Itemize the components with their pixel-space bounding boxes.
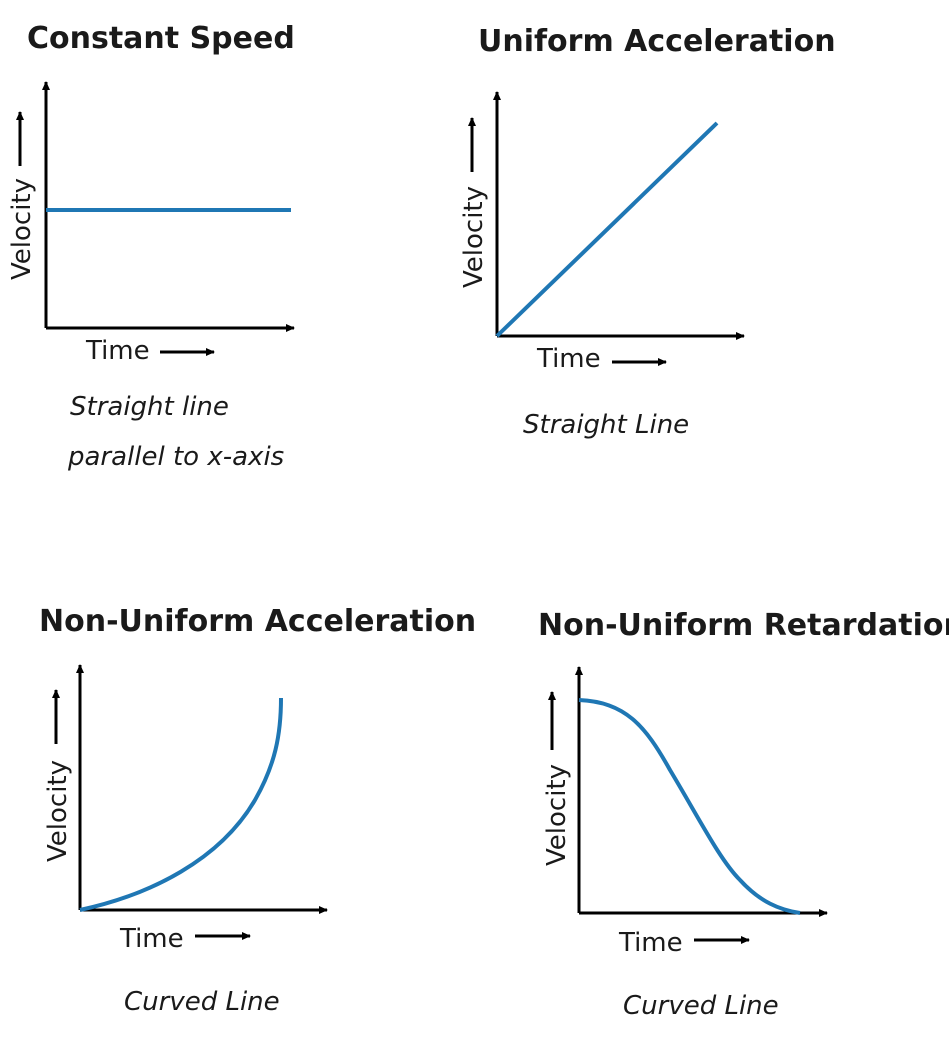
panel-non-uniform-retardation: Non-Uniform Retardation Velocity Time Cu…	[538, 608, 949, 1021]
x-axis-label: Time	[618, 928, 683, 958]
caption-line-1: Curved Line	[623, 991, 779, 1021]
y-axis-label: Velocity	[459, 186, 489, 288]
x-axis-label: Time	[85, 336, 150, 366]
x-axis-label: Time	[119, 924, 184, 954]
velocity-curve	[495, 121, 719, 338]
caption-line-2: parallel to x-axis	[67, 442, 284, 472]
y-axis-label: Velocity	[7, 178, 37, 280]
caption-line-1: Curved Line	[124, 987, 280, 1017]
y-axis-label: Velocity	[43, 760, 73, 862]
x-axis-label: Time	[536, 344, 601, 374]
panel-title: Constant Speed	[27, 21, 295, 56]
y-axis-label-group: Velocity	[7, 178, 37, 280]
velocity-curve	[578, 698, 801, 915]
y-axis-label-group: Velocity	[43, 760, 73, 862]
panel-title: Non-Uniform Retardation	[538, 608, 949, 643]
panel-title: Uniform Acceleration	[478, 24, 836, 59]
y-axis-label-group: Velocity	[459, 186, 489, 288]
panel-non-uniform-acceleration: Non-Uniform Acceleration Velocity Time C…	[39, 604, 476, 1017]
y-axis-label-group: Velocity	[542, 764, 572, 866]
panel-uniform-acceleration: Uniform Acceleration Velocity Time Strai…	[459, 24, 836, 440]
panel-title: Non-Uniform Acceleration	[39, 604, 476, 639]
caption-line-1: Straight line	[70, 392, 229, 422]
caption-line-1: Straight Line	[523, 410, 689, 440]
velocity-curve	[79, 697, 283, 912]
panel-constant-speed: Constant Speed Velocity Time Straight li…	[7, 21, 295, 472]
y-axis-label: Velocity	[542, 764, 572, 866]
